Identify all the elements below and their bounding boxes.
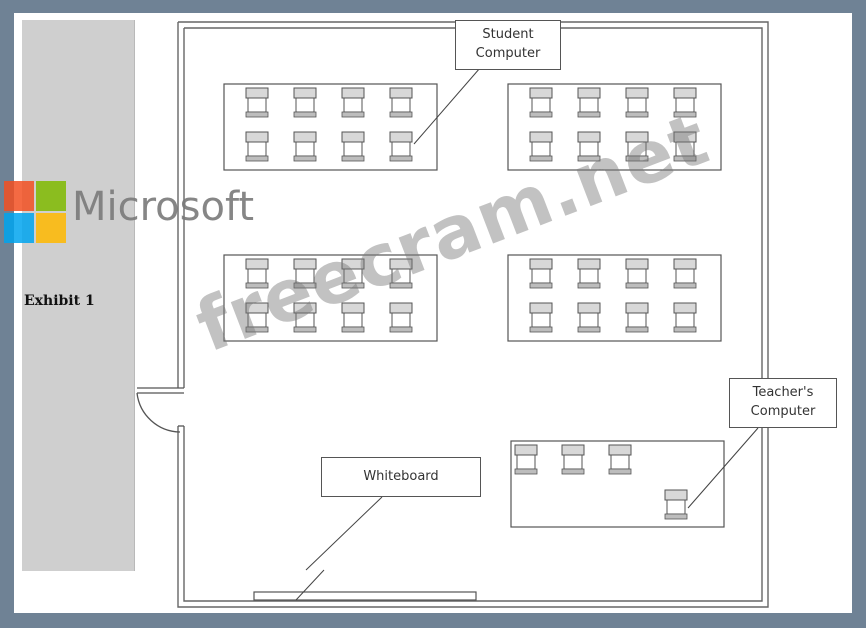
student-computer-icon [673, 131, 697, 162]
student-computer-icon [673, 302, 697, 333]
student-computer-icon [389, 302, 413, 333]
student-computer-icon [389, 258, 413, 289]
microsoft-watermark-text: Microsoft [72, 184, 255, 230]
student-computer-icon [625, 302, 649, 333]
table-middle-right [507, 254, 722, 342]
student-computer-icon [293, 302, 317, 333]
student-computer-icon [245, 258, 269, 289]
student-computer-icon [608, 444, 632, 475]
student-computer-icon [293, 258, 317, 289]
teachers-computer-callout: Teacher's Computer [729, 378, 837, 428]
student-computer-icon [341, 302, 365, 333]
student-computer-icon [529, 258, 553, 289]
student-computer-icon [245, 302, 269, 333]
student-computer-icon [529, 131, 553, 162]
student-computer-icon [341, 131, 365, 162]
student-computer-icon [577, 131, 601, 162]
student-computer-icon [245, 87, 269, 118]
student-computer-icon [245, 131, 269, 162]
student-computer-icon [293, 131, 317, 162]
exhibit-label: Exhibit 1 [24, 293, 95, 309]
door [136, 387, 184, 433]
student-computer-icon [341, 258, 365, 289]
teacher-computer-icon [664, 489, 688, 520]
student-computer-icon [577, 87, 601, 118]
whiteboard-rail [253, 591, 477, 601]
student-computer-icon [389, 87, 413, 118]
student-computer-icon [673, 87, 697, 118]
student-computer-callout: Student Computer [455, 20, 561, 70]
whiteboard-callout: Whiteboard [321, 457, 481, 497]
student-computer-icon [341, 87, 365, 118]
microsoft-logo-icon [4, 181, 66, 243]
student-computer-icon [529, 87, 553, 118]
student-computer-icon [673, 258, 697, 289]
table-top-left [223, 83, 438, 171]
student-computer-icon [625, 87, 649, 118]
student-computer-icon [514, 444, 538, 475]
teacher-table [510, 440, 725, 528]
student-computer-icon [577, 302, 601, 333]
room-walls [177, 21, 769, 608]
student-computer-icon [293, 87, 317, 118]
student-computer-icon [577, 258, 601, 289]
student-computer-icon [389, 131, 413, 162]
exhibit-sidebar [22, 20, 135, 571]
leader-lines [295, 67, 759, 601]
student-computer-icon [529, 302, 553, 333]
table-top-right [507, 83, 722, 171]
table-middle-left [223, 254, 438, 342]
student-computer-icon [625, 131, 649, 162]
student-computer-icon [625, 258, 649, 289]
student-computer-icon [561, 444, 585, 475]
